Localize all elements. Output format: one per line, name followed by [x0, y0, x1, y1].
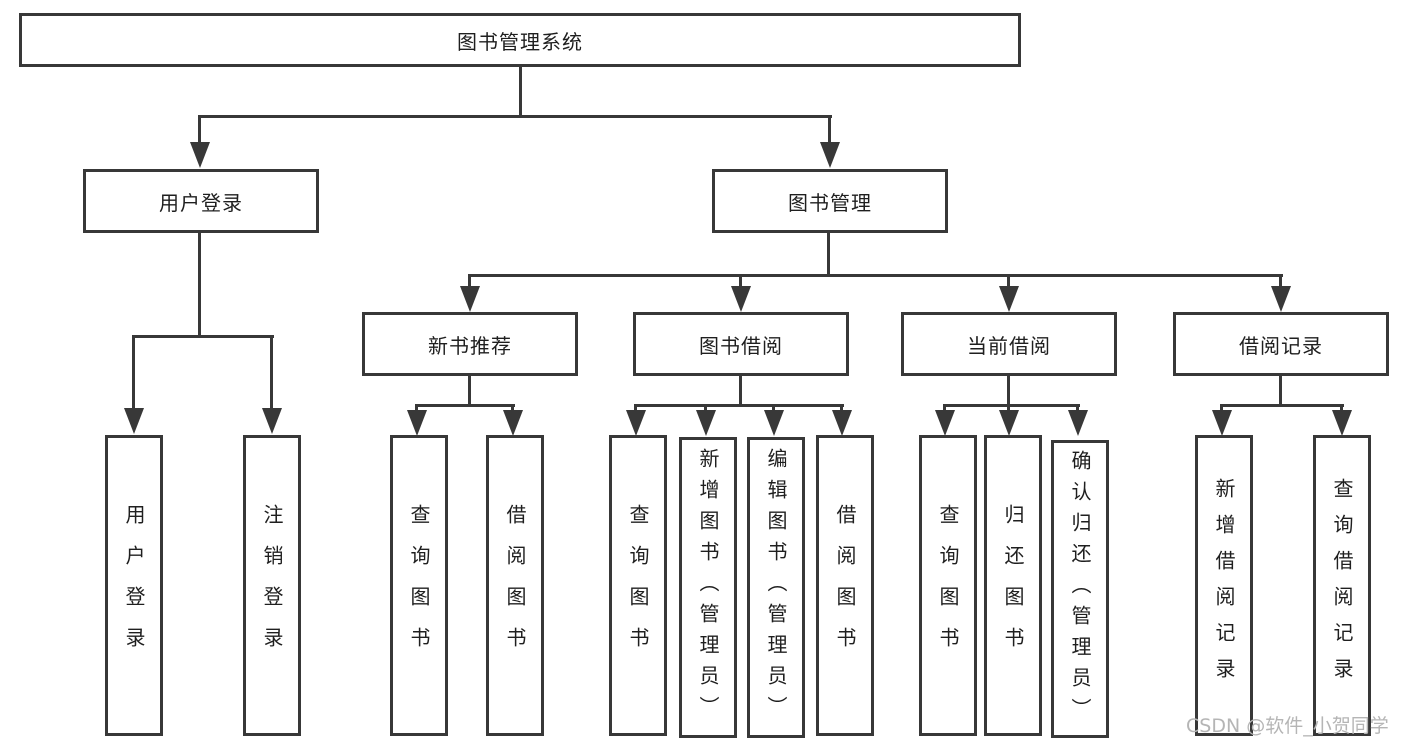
- node-current-borrowing: 当前借阅: [901, 312, 1117, 376]
- arrowhead-icon: [999, 286, 1019, 312]
- connector-arrow-shaft: [943, 404, 946, 412]
- leaf-label: 查询图书: [626, 503, 650, 668]
- connector-group-bar: [1221, 404, 1344, 407]
- arrowhead-icon: [999, 410, 1019, 436]
- connector-arrow-shaft: [198, 115, 201, 144]
- connector-book-mgmt-bar: [469, 274, 1283, 277]
- arrowhead-icon: [935, 410, 955, 436]
- node-borrowing-records: 借阅记录: [1173, 312, 1389, 376]
- connector-book-mgmt-stem: [827, 233, 830, 276]
- arrowhead-icon: [626, 410, 646, 436]
- node-book-borrowing: 图书借阅: [633, 312, 849, 376]
- connector-arrow-shaft: [634, 404, 637, 412]
- node-book-management: 图书管理: [712, 169, 948, 233]
- arrowhead-icon: [407, 410, 427, 436]
- connector-group-bar: [416, 404, 515, 407]
- leaf-label: 确认归还（管理员）: [1068, 449, 1092, 729]
- connector-root-stem: [519, 67, 522, 117]
- arrowhead-icon: [764, 410, 784, 436]
- arrowhead-icon: [1271, 286, 1291, 312]
- leaf-label: 查询图书: [407, 503, 431, 668]
- arrowhead-icon: [731, 286, 751, 312]
- csdn-watermark: CSDN @软件_小贺同学: [1186, 715, 1389, 737]
- leaf-label: 借阅图书: [833, 503, 857, 668]
- node-label: 图书管理系统: [457, 29, 583, 54]
- leaf-add-book-admin: 新增图书（管理员）: [679, 437, 737, 738]
- leaf-label: 借阅图书: [503, 503, 527, 668]
- leaf-borrow-books-borrowing: 借阅图书: [816, 435, 874, 736]
- connector-arrow-shaft: [828, 115, 831, 144]
- arrowhead-icon: [460, 286, 480, 312]
- connector-arrow-shaft: [1076, 404, 1079, 412]
- arrowhead-icon: [1212, 410, 1232, 436]
- connector-arrow-shaft: [270, 335, 273, 411]
- connector-arrow-shaft: [1279, 274, 1282, 288]
- leaf-label: 新增图书（管理员）: [696, 448, 720, 727]
- leaf-label: 用户登录: [122, 503, 146, 668]
- leaf-query-books-borrowing: 查询图书: [609, 435, 667, 736]
- leaf-label: 查询借阅记录: [1330, 477, 1354, 694]
- connector-user-login-bar: [133, 335, 274, 338]
- node-label: 用户登录: [159, 190, 243, 215]
- node-new-book-recommendation: 新书推荐: [362, 312, 578, 376]
- connector-arrow-shaft: [468, 274, 471, 288]
- node-label: 当前借阅: [967, 333, 1051, 358]
- connector-group-stem: [739, 376, 742, 406]
- leaf-add-borrow-record: 新增借阅记录: [1195, 435, 1253, 736]
- node-label: 图书借阅: [699, 333, 783, 358]
- connector-group-stem: [1279, 376, 1282, 406]
- connector-group-bar: [635, 404, 844, 407]
- leaf-logout: 注销登录: [243, 435, 301, 736]
- leaf-query-books-recommend: 查询图书: [390, 435, 448, 736]
- connector-arrow-shaft: [772, 404, 775, 412]
- connector-group-stem: [1007, 376, 1010, 406]
- connector-arrow-shaft: [1220, 404, 1223, 412]
- node-user-login: 用户登录: [83, 169, 319, 233]
- arrowhead-icon: [1068, 410, 1088, 436]
- leaf-query-borrow-record: 查询借阅记录: [1313, 435, 1371, 736]
- connector-arrow-shaft: [132, 335, 135, 411]
- connector-arrow-shaft: [415, 404, 418, 412]
- connector-user-login-stem: [198, 233, 201, 337]
- arrowhead-icon: [124, 408, 144, 434]
- arrowhead-icon: [1332, 410, 1352, 436]
- node-label: 图书管理: [788, 190, 872, 215]
- node-label: 借阅记录: [1239, 333, 1323, 358]
- arrowhead-icon: [820, 142, 840, 168]
- leaf-label: 查询图书: [936, 503, 960, 668]
- arrowhead-icon: [696, 410, 716, 436]
- connector-arrow-shaft: [1007, 274, 1010, 288]
- leaf-label: 归还图书: [1001, 503, 1025, 668]
- connector-arrow-shaft: [704, 404, 707, 412]
- connector-arrow-shaft: [840, 404, 843, 412]
- connector-group-stem: [468, 376, 471, 406]
- leaf-label: 编辑图书（管理员）: [764, 448, 788, 727]
- leaf-return-books: 归还图书: [984, 435, 1042, 736]
- connector-arrow-shaft: [739, 274, 742, 288]
- arrowhead-icon: [262, 408, 282, 434]
- arrowhead-icon: [190, 142, 210, 168]
- leaf-borrow-books-recommend: 借阅图书: [486, 435, 544, 736]
- node-library-management-system: 图书管理系统: [19, 13, 1021, 67]
- leaf-query-books-current: 查询图书: [919, 435, 977, 736]
- connector-group-bar: [944, 404, 1080, 407]
- leaf-user-login: 用户登录: [105, 435, 163, 736]
- connector-arrow-shaft: [1007, 404, 1010, 412]
- leaf-confirm-return-admin: 确认归还（管理员）: [1051, 440, 1109, 738]
- connector-arrow-shaft: [511, 404, 514, 412]
- connector-root-bar: [199, 115, 832, 118]
- leaf-label: 新增借阅记录: [1212, 477, 1236, 694]
- leaf-label: 注销登录: [260, 503, 284, 668]
- arrowhead-icon: [832, 410, 852, 436]
- arrowhead-icon: [503, 410, 523, 436]
- node-label: 新书推荐: [428, 333, 512, 358]
- leaf-edit-book-admin: 编辑图书（管理员）: [747, 437, 805, 738]
- connector-arrow-shaft: [1340, 404, 1343, 412]
